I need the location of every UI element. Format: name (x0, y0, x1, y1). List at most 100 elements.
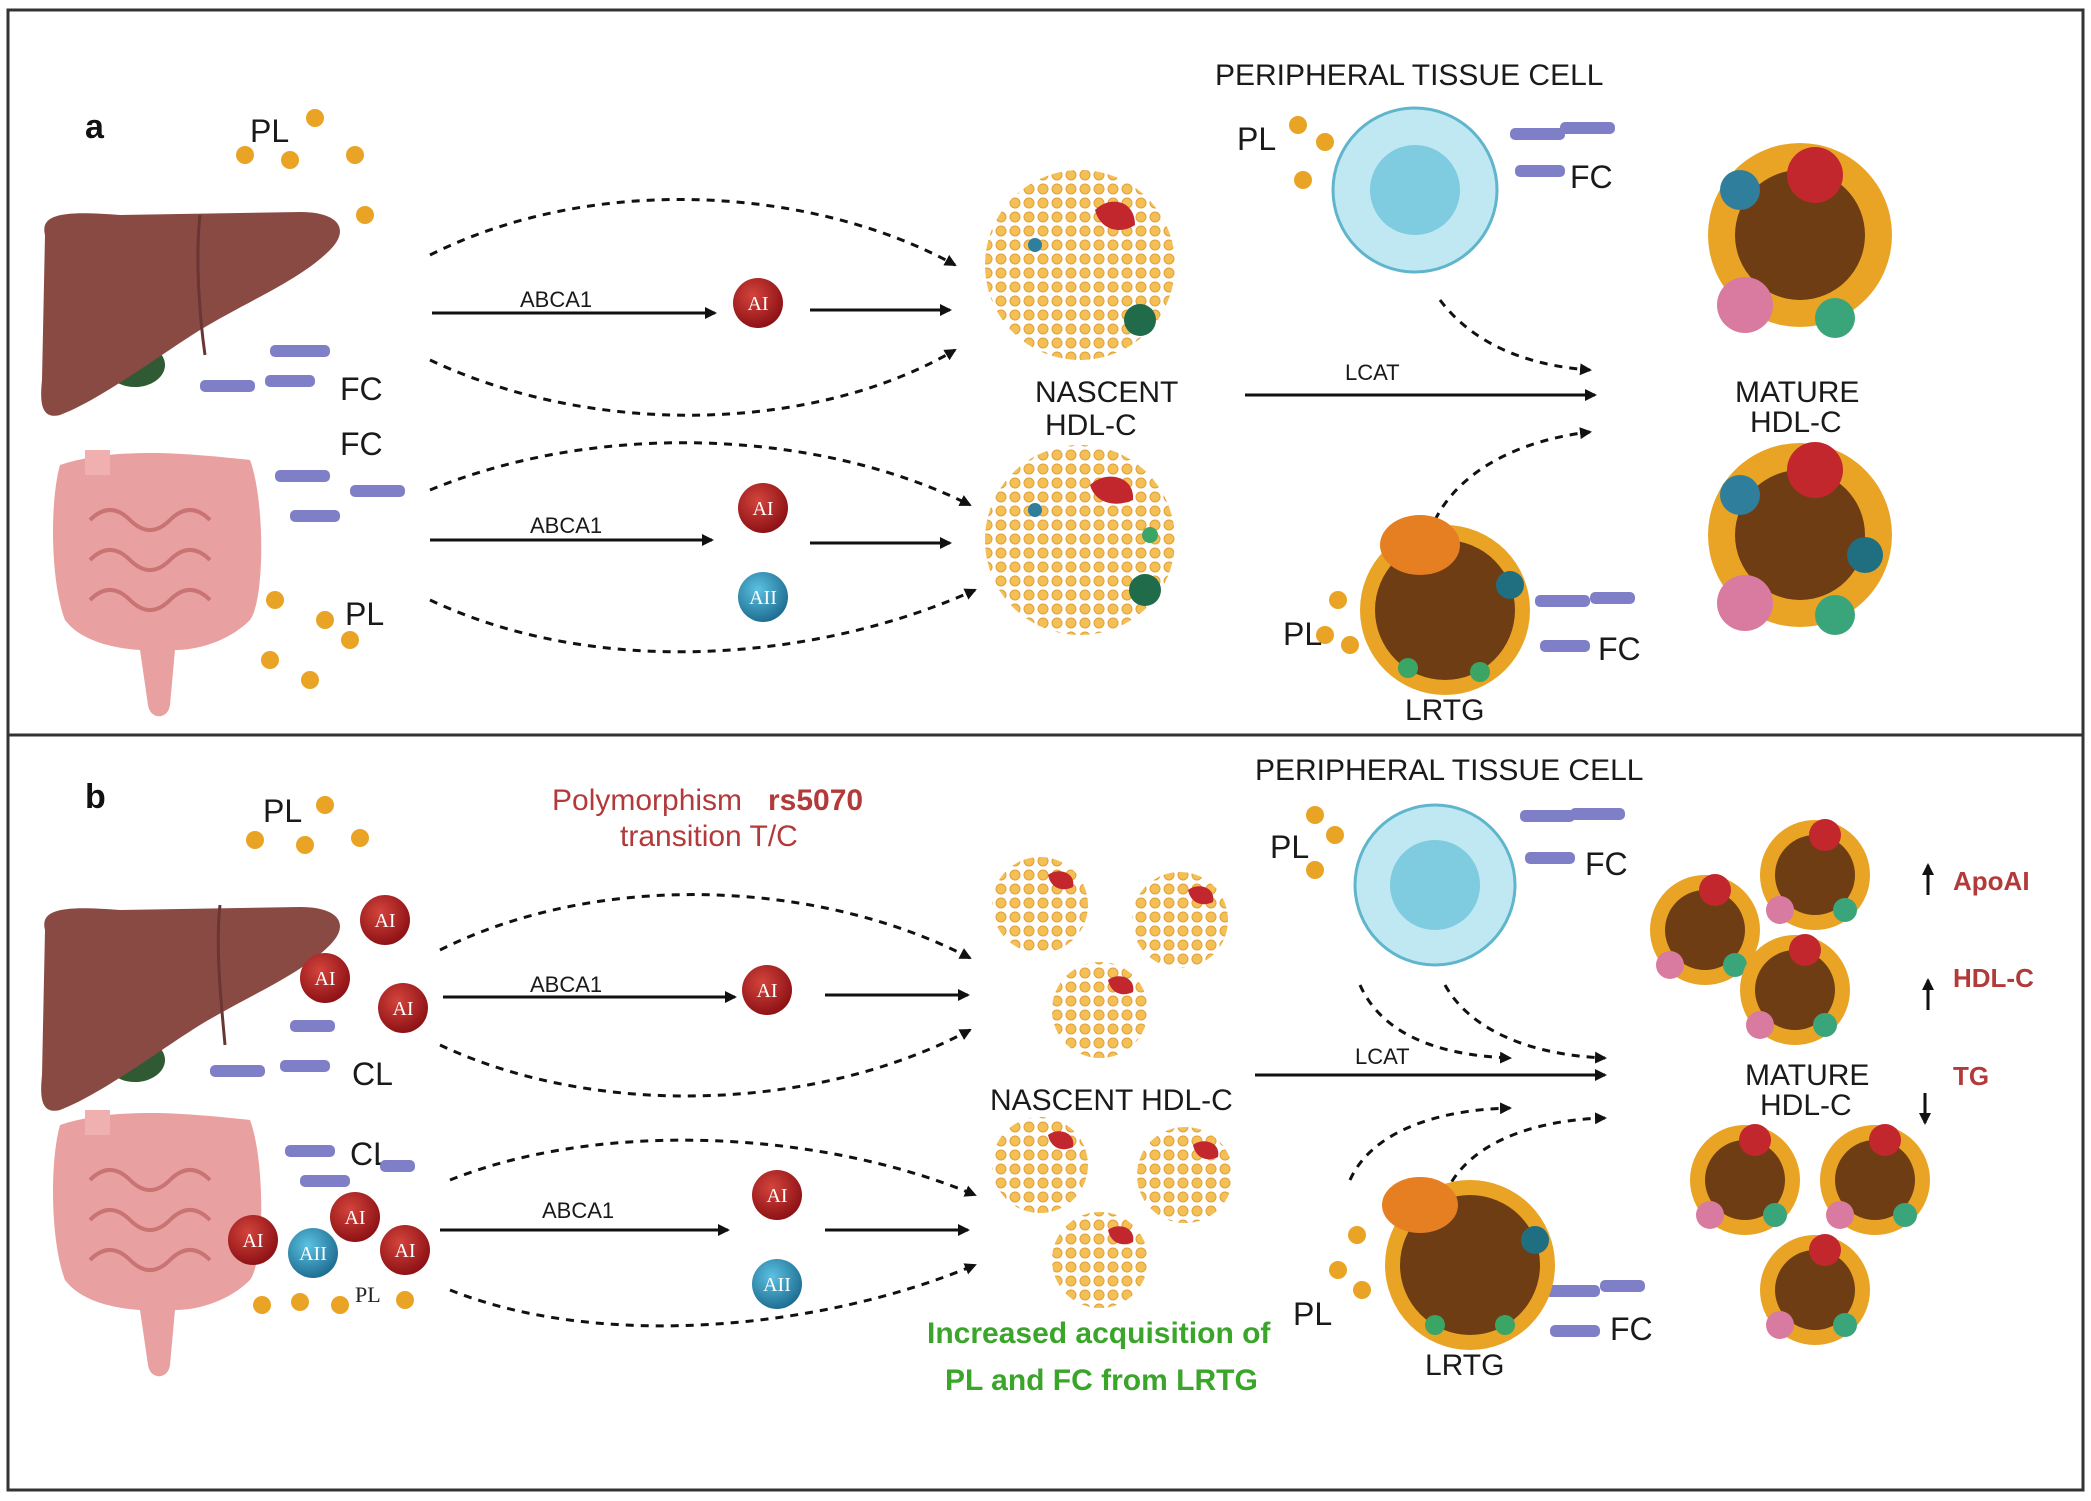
abca1-label-b-top: ABCA1 (530, 972, 602, 997)
apoai-label: AI (374, 910, 395, 932)
cholesterol-icons (1510, 122, 1635, 652)
apoai-label: AI (756, 980, 777, 1002)
peripheral-cell-icon (1353, 803, 1517, 967)
fc-label-intestine-a: FC (340, 426, 383, 462)
figure-frame (6, 8, 2085, 1492)
lrtg-label-b: LRTG (1425, 1349, 1504, 1382)
dashed-arrow (449, 1263, 977, 1328)
apoai-icon (742, 965, 792, 1015)
apoai-label: AI (392, 998, 413, 1020)
dashed-arrow (1443, 984, 1607, 1064)
peripheral-cell-label-a: PERIPHERAL TISSUE CELL (1215, 59, 1603, 92)
phospholipid-icons (1306, 806, 1371, 1299)
lrtg-particle (1360, 515, 1530, 695)
apoaii-label: AII (763, 1274, 791, 1296)
nascent-label-a-1: NASCENT (1035, 376, 1178, 409)
apoaii-label: AII (749, 587, 777, 609)
dashed-arrow (429, 588, 977, 654)
lcat-label-b: LCAT (1355, 1044, 1410, 1069)
apoai-icon (733, 278, 783, 328)
abca1-label-b-bottom: ABCA1 (542, 1198, 614, 1223)
panel-a-label: a (85, 108, 105, 146)
abca1-label-a-bottom: ABCA1 (530, 513, 602, 538)
peripheral-cell-icon (1331, 106, 1499, 274)
apoai-icon (752, 1170, 802, 1220)
phospholipid-icons (1289, 116, 1359, 654)
effect-apoai: ApoAI (1953, 866, 2030, 896)
cholesterol-icons (200, 345, 405, 522)
pl-label-lrtg-a: PL (1283, 616, 1322, 652)
transition-label: transition T/C (620, 820, 798, 853)
polymorphism-id: rs5070 (768, 784, 863, 817)
abca1-label-a-top: ABCA1 (520, 287, 592, 312)
nascent-hdl-particle (985, 170, 1175, 360)
polymorphism-label: Polymorphism (552, 784, 742, 817)
lrtg-particle (1382, 1177, 1555, 1350)
effect-hdlc: HDL-C (1953, 963, 2034, 993)
nascent-hdl-particle (985, 445, 1175, 635)
dashed-arrow (1358, 984, 1512, 1064)
mature-label-b-2: HDL-C (1760, 1089, 1852, 1122)
apoaii-label: AII (299, 1243, 327, 1265)
phospholipid-icons (236, 109, 374, 689)
cholesterol-icons (210, 1020, 415, 1187)
fc-label-lrtg-a: FC (1598, 631, 1641, 667)
peripheral-cell-label-b: PERIPHERAL TISSUE CELL (1255, 754, 1643, 787)
lcat-label-a: LCAT (1345, 360, 1400, 385)
dashed-arrow (429, 441, 972, 507)
pl-label-intestine-a: PL (345, 596, 384, 632)
apoai-label: AI (314, 968, 335, 990)
mature-hdl-particle (1708, 143, 1892, 338)
dashed-arrow (439, 893, 972, 960)
nascent-label-a-2: HDL-C (1045, 409, 1137, 442)
apoaii-icon (738, 572, 788, 622)
pl-label-cell-a: PL (1237, 121, 1276, 157)
intestine-icon (53, 450, 262, 717)
fc-label-cell-a: FC (1570, 159, 1613, 195)
apoai-label: AI (242, 1230, 263, 1252)
mature-label-a-2: HDL-C (1750, 406, 1842, 439)
apoaii-icon (752, 1259, 802, 1309)
cl-label-liver-b: CL (352, 1056, 393, 1092)
phospholipid-icons (246, 796, 414, 1314)
mature-label-b-1: MATURE (1745, 1059, 1869, 1092)
dashed-arrow (1438, 299, 1592, 376)
dashed-arrow (1348, 1102, 1512, 1181)
increased-acquisition-label-1: Increased acquisition of (927, 1317, 1271, 1350)
apoai-label: AI (766, 1185, 787, 1207)
cholesterol-icons (1520, 808, 1645, 1337)
mature-hdl-cluster (1650, 819, 1930, 1345)
apoai-label: AI (344, 1207, 365, 1229)
pl-label-liver-b: PL (263, 793, 302, 829)
effect-tg: TG (1953, 1061, 1989, 1091)
apoai-label: AI (752, 498, 773, 520)
panel-b-label: b (85, 778, 106, 816)
apoai-label: AI (747, 293, 768, 315)
apoai-icon (738, 483, 788, 533)
nascent-label-b: NASCENT HDL-C (990, 1084, 1233, 1117)
pl-label-cell-b: PL (1270, 829, 1309, 865)
increased-acquisition-label-2: PL and FC from LRTG (945, 1364, 1258, 1397)
nascent-hdl-cluster (992, 857, 1233, 1308)
fc-label-lrtg-b: FC (1610, 1311, 1653, 1347)
lrtg-label-a: LRTG (1405, 694, 1484, 727)
dashed-arrow (1443, 1112, 1607, 1196)
pl-label-intestine-b: PL (355, 1282, 381, 1307)
dashed-arrow (429, 197, 957, 267)
apoai-label: AI (394, 1240, 415, 1262)
apoai-cluster (228, 895, 430, 1278)
dashed-arrow (449, 1138, 977, 1197)
pl-label-lrtg-b: PL (1293, 1296, 1332, 1332)
intestine-icon (53, 1110, 262, 1377)
mature-label-a-1: MATURE (1735, 376, 1859, 409)
liver-icon (41, 904, 341, 1111)
liver-icon (41, 212, 341, 416)
fc-label-liver-a: FC (340, 371, 383, 407)
dashed-arrow (439, 1028, 972, 1098)
mature-hdl-particle (1708, 442, 1892, 635)
pl-label-liver-a: PL (250, 113, 289, 149)
fc-label-cell-b: FC (1585, 846, 1628, 882)
dashed-arrow (429, 348, 957, 417)
dashed-arrow (1433, 427, 1592, 521)
